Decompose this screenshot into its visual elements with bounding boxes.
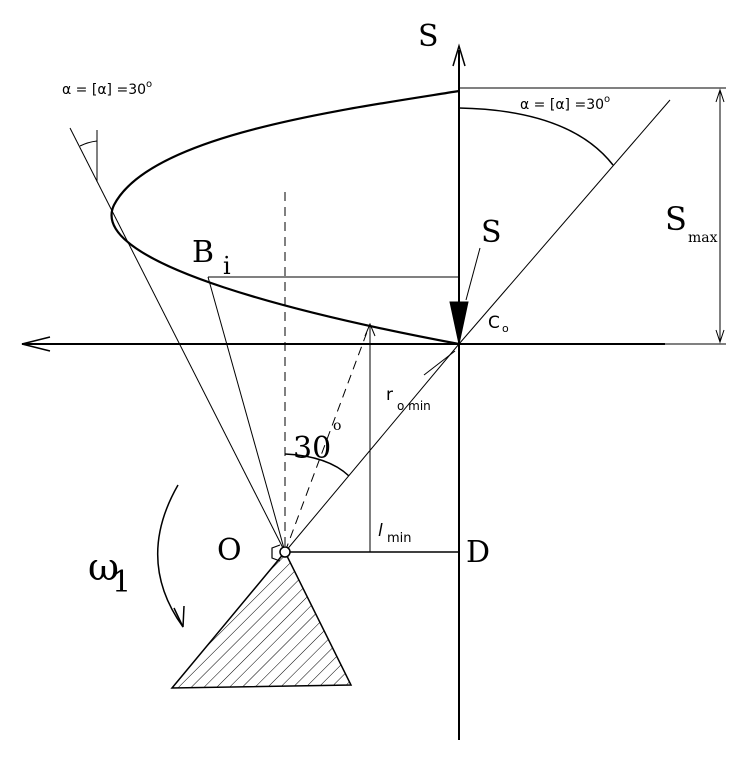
s-leader-line — [465, 247, 481, 301]
displacement-curve — [110, 89, 460, 346]
s-axis-label: S — [418, 19, 439, 54]
alpha-label-right: α = [α] =30o — [520, 94, 610, 113]
pivot-o — [279, 546, 291, 558]
smax-arrow-bottom — [715, 329, 725, 344]
smax-label: Smax — [665, 200, 718, 246]
rmin-leader-line — [423, 350, 456, 376]
line-o-bi — [207, 276, 286, 553]
tangent-line-left — [69, 127, 286, 553]
angle-arc-right — [458, 107, 614, 166]
rotation-arrowhead — [173, 605, 185, 628]
angle-arc-30 — [284, 453, 350, 477]
angle-arc-left — [79, 140, 98, 147]
dashed-line-o-to-curve — [284, 323, 371, 553]
omega-label: ω1 — [88, 545, 131, 600]
angle-30-label: 30o — [293, 418, 341, 466]
o-label: O — [217, 533, 242, 568]
s-axis-arrowhead — [452, 43, 466, 67]
s-arrow-label: S — [481, 215, 502, 250]
rotation-arrow — [156, 484, 184, 628]
pressure-angle-line-right — [458, 99, 671, 345]
horizontal-axis-arrowhead — [21, 336, 51, 352]
smax-arrow-top — [715, 88, 725, 103]
rmin-label: ro min — [386, 385, 431, 413]
line-o-co — [284, 343, 460, 553]
pivot-bracket — [271, 544, 281, 562]
follower-arrow — [449, 301, 469, 345]
lmin-arrowhead — [364, 322, 376, 337]
d-label: D — [466, 535, 490, 570]
alpha-label-left: α = [α] =30o — [62, 79, 152, 98]
fixed-frame — [170, 550, 353, 689]
